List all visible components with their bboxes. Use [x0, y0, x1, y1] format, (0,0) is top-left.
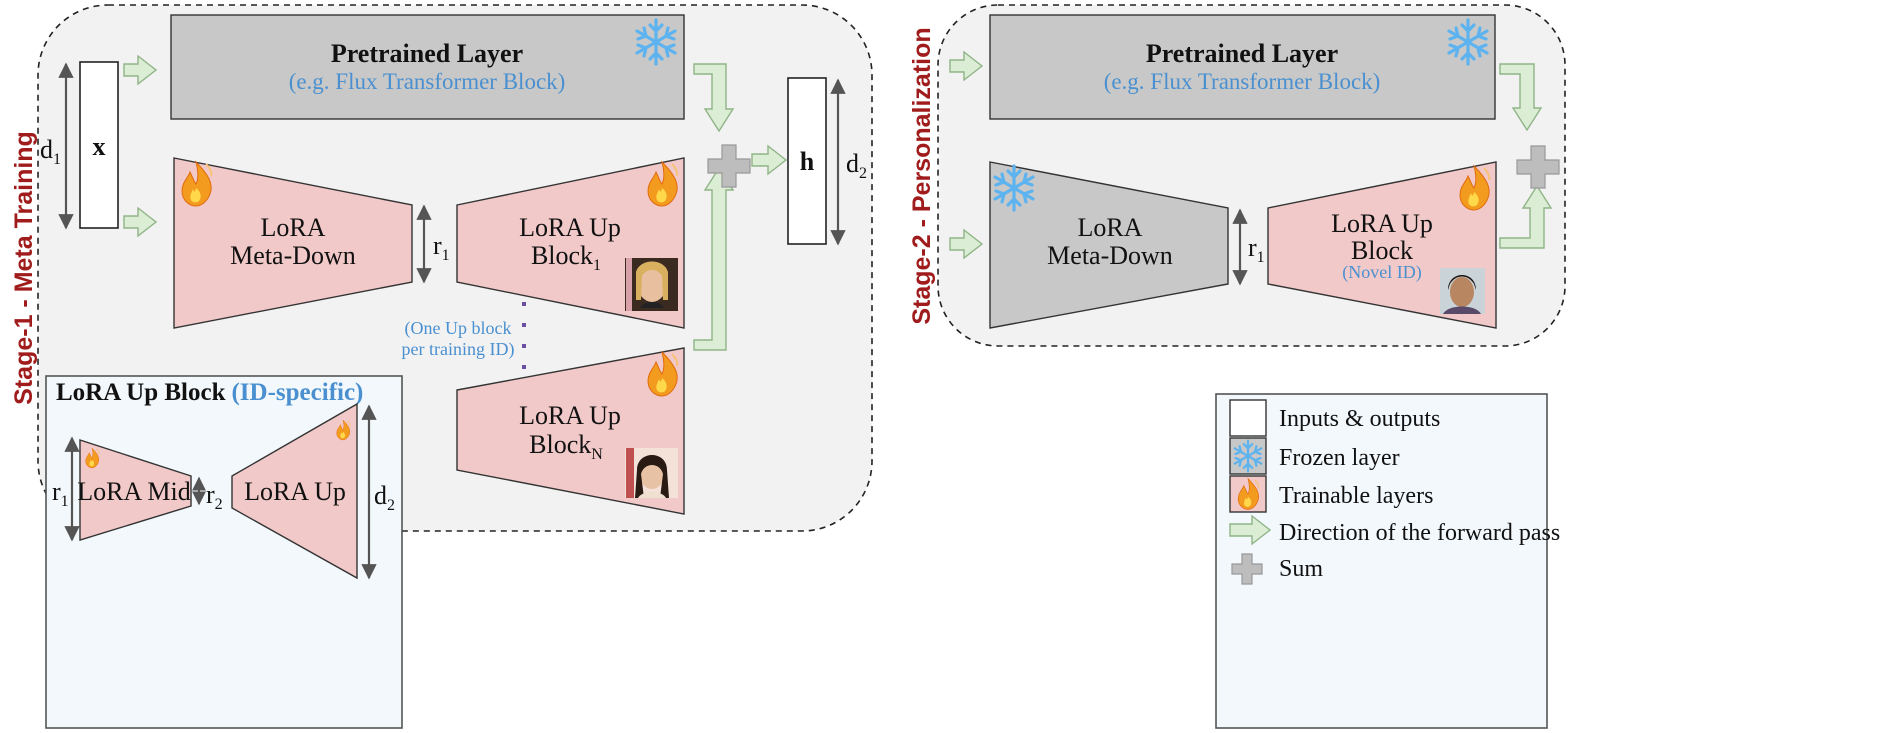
arrow-sum-to-h [751, 144, 788, 176]
inset-panel: LoRA Up Block(ID-specific) r1 LoRA Mid r… [45, 375, 403, 729]
stage1-pretrained-layer [170, 14, 685, 120]
r1-label: r1 [433, 231, 450, 264]
face-photo-n [625, 448, 678, 498]
d1-label: d1 [40, 135, 61, 168]
stage2-panel: Stage-2 - Personalization Pretrained Lay… [908, 4, 1566, 347]
stage1-meta-down-line1: LoRA [261, 213, 326, 242]
stage2-up-block [1267, 161, 1497, 329]
stage2-up-block-note: (Novel ID) [1342, 262, 1421, 283]
stage1-label: Stage-1 - Meta Training [10, 131, 38, 405]
arrow-x-to-pretrained [123, 54, 158, 86]
legend-box [1215, 393, 1548, 729]
stage2-meta-down-line1: LoRA [1078, 213, 1143, 242]
arrow-x-to-metadown [123, 206, 158, 238]
input-x-box [79, 61, 119, 229]
stage1-pretrained-subtitle: (e.g. Flux Transformer Block) [289, 69, 566, 94]
stage1-up-block-n-line1: LoRA Up [519, 401, 621, 430]
stage2-label: Stage-2 - Personalization [908, 27, 936, 324]
ellipsis-dots [522, 302, 526, 369]
legend-item-frozen: Frozen layer [1279, 445, 1400, 471]
inset-lora-up-label: LoRA Up [244, 477, 346, 506]
inset-r2-label: r2 [206, 480, 223, 513]
face-photo-novel [1440, 268, 1485, 314]
stage2-up-block-line2: Block [1351, 236, 1413, 265]
stage1-meta-down-line2: Meta-Down [230, 241, 356, 270]
stage1-up-block-n-line2: BlockN [529, 430, 603, 463]
stage2-meta-down-line2: Meta-Down [1047, 241, 1173, 270]
legend-item-direction: Direction of the forward pass [1279, 520, 1560, 546]
stage2-up-block-line1: LoRA Up [1331, 209, 1433, 238]
stage1-up-block-1-line1: LoRA Up [519, 213, 621, 242]
legend-item-sum: Sum [1279, 556, 1323, 582]
arrow-pretrained-to-sum-2 [1499, 63, 1543, 132]
sum-plus-icon [707, 144, 751, 188]
inset-d2-label: d2 [374, 481, 395, 514]
arrow-up-to-sum-2 [1499, 184, 1553, 249]
note-line1: (One Up block [405, 318, 512, 339]
input-x-label: x [93, 132, 106, 161]
stage1-meta-down [173, 157, 413, 329]
legend: Inputs & outputs Frozen layer Trainable … [1215, 393, 1560, 729]
stage2-pretrained-title: Pretrained Layer [1146, 39, 1338, 68]
arrow-input-to-pretrained [949, 50, 984, 82]
legend-white-box-icon [1229, 399, 1267, 437]
output-h-box [787, 77, 827, 245]
output-h-label: h [800, 147, 815, 176]
legend-item-trainable: Trainable layers [1279, 483, 1433, 509]
stage2-pretrained-layer [989, 14, 1496, 120]
d2-label: d2 [846, 149, 867, 182]
sum-plus-icon-2 [1516, 145, 1560, 189]
inset-r1-label: r1 [52, 477, 69, 510]
stage2-pretrained-subtitle: (e.g. Flux Transformer Block) [1104, 69, 1381, 94]
arrow-pretrained-to-sum [693, 63, 735, 133]
inset-lora-mid [79, 439, 192, 541]
legend-arrow-icon [1229, 514, 1272, 546]
face-photo-1 [625, 258, 678, 311]
legend-plus-icon [1231, 553, 1263, 585]
stage1-pretrained-title: Pretrained Layer [331, 39, 523, 68]
inset-title: LoRA Up Block(ID-specific) [56, 379, 363, 406]
stage2-meta-down [989, 161, 1229, 329]
stage2-r1-label: r1 [1248, 233, 1265, 266]
inset-lora-up [231, 402, 358, 580]
legend-item-inputs: Inputs & outputs [1279, 406, 1440, 432]
stage1-up-block-1-line2: Block1 [531, 241, 601, 274]
note-line2: per training ID) [402, 339, 515, 360]
inset-lora-mid-label: LoRA Mid [77, 477, 190, 506]
arrow-input-to-metadown [949, 228, 984, 260]
